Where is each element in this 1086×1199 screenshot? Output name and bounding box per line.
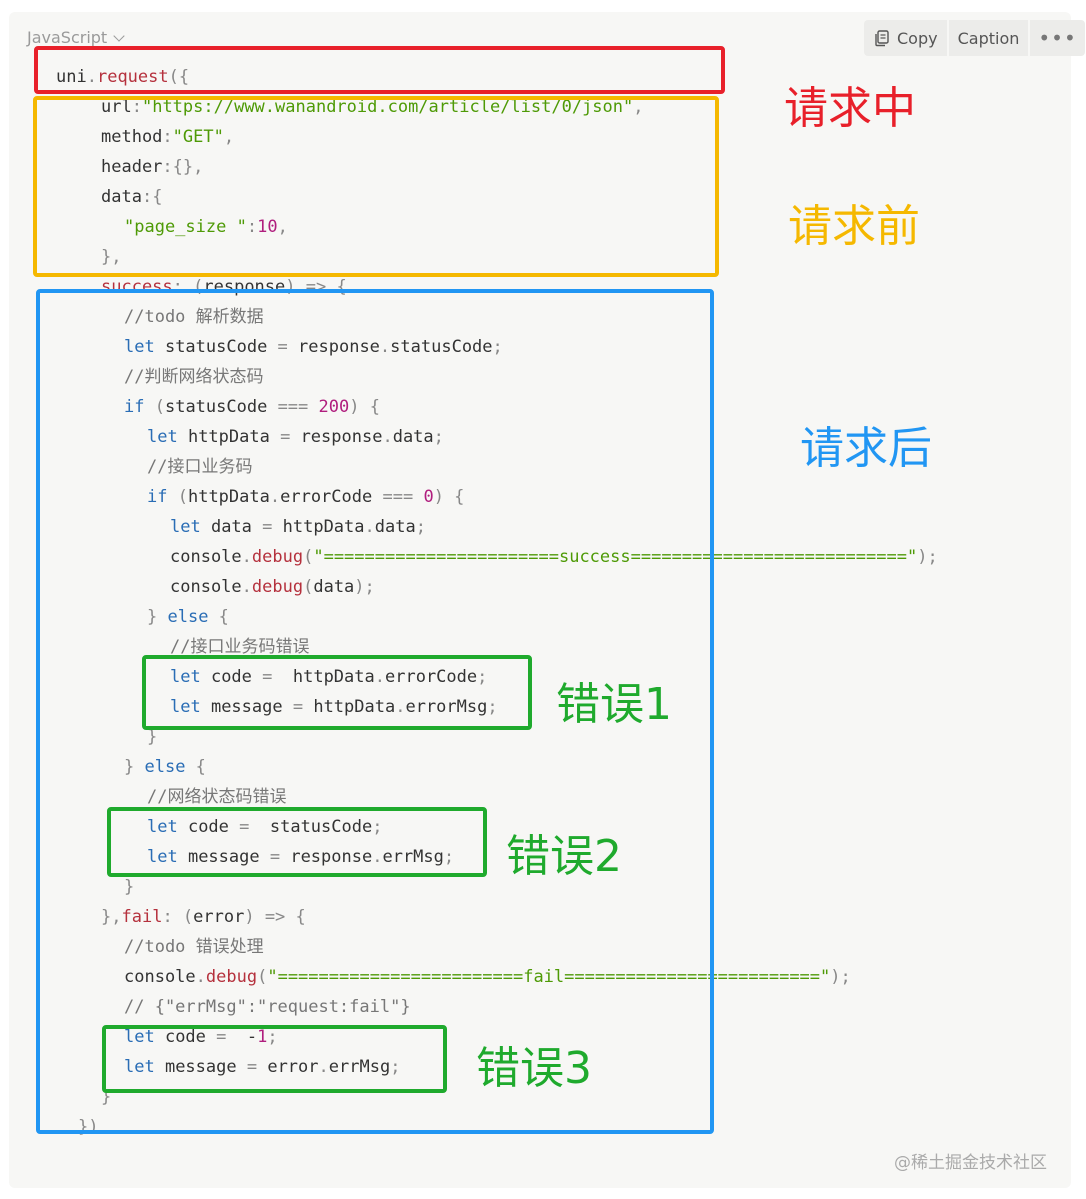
code-line: } (147, 727, 158, 747)
more-icon: ••• (1038, 26, 1077, 50)
code-line: } (101, 1087, 112, 1107)
code-line: url:"https://www.wanandroid.com/article/… (101, 97, 644, 117)
error2-box (107, 807, 487, 877)
label-request-before: 请求前 (788, 201, 920, 252)
code-line: let httpData = response.data; (147, 427, 444, 447)
code-line: if (httpData.errorCode === 0) { (147, 487, 465, 507)
code-line: },fail: (error) => { (101, 907, 306, 927)
copy-label: Copy (897, 28, 938, 48)
code-line: } else { (124, 757, 206, 777)
code-block-panel (9, 12, 1071, 1188)
request-before-box (33, 96, 719, 277)
code-line: //todo 错误处理 (124, 937, 264, 957)
code-line: uni.request({ (56, 67, 190, 87)
code-line: let data = httpData.data; (170, 517, 426, 537)
caption-button[interactable]: Caption (948, 20, 1029, 56)
code-line: let message = response.errMsg; (147, 847, 455, 867)
code-line: console.debug("========================f… (124, 967, 851, 987)
code-line: let message = error.errMsg; (124, 1057, 401, 1077)
label-error2: 错误2 (506, 831, 622, 882)
code-line: header:{}, (101, 157, 204, 177)
code-line: console.debug(data); (170, 577, 375, 597)
code-line: // {"errMsg":"request:fail"} (124, 997, 411, 1017)
code-line: //接口业务码错误 (170, 637, 310, 657)
language-selector[interactable]: JavaScript (27, 28, 125, 47)
code-line: let statusCode = response.statusCode; (124, 337, 503, 357)
code-line: //todo 解析数据 (124, 307, 264, 327)
copy-icon (875, 30, 889, 47)
label-error1: 错误1 (556, 679, 672, 730)
code-line: if (statusCode === 200) { (124, 397, 380, 417)
error1-box (142, 655, 532, 730)
code-line: //网络状态码错误 (147, 787, 287, 807)
code-line: let code = -1; (124, 1027, 278, 1047)
label-request-during: 请求中 (784, 83, 916, 134)
language-label: JavaScript (27, 28, 108, 47)
code-line: method:"GET", (101, 127, 235, 147)
request-after-box (36, 289, 714, 1134)
code-line: } (124, 877, 135, 897)
code-line: console.debug("=======================su… (170, 547, 938, 567)
watermark: @稀土掘金技术社区 (894, 1153, 1047, 1173)
code-line: let code = httpData.errorCode; (170, 667, 488, 687)
code-toolbar: Copy Caption ••• (864, 20, 1085, 56)
code-line: }, (101, 247, 122, 267)
copy-button[interactable]: Copy (864, 20, 947, 56)
code-line: //接口业务码 (147, 457, 253, 477)
error3-box (102, 1025, 447, 1093)
code-line: let message = httpData.errorMsg; (170, 697, 498, 717)
caption-label: Caption (957, 28, 1020, 48)
code-line: data:{ (101, 187, 163, 207)
code-line: //判断网络状态码 (124, 367, 264, 387)
label-error3: 错误3 (476, 1043, 592, 1094)
code-line: "page_size ":10, (124, 217, 288, 237)
request-during-box (34, 46, 725, 94)
label-request-after: 请求后 (800, 423, 932, 474)
code-line: let code = statusCode; (147, 817, 383, 837)
code-line: } else { (147, 607, 229, 627)
more-options-button[interactable]: ••• (1030, 20, 1085, 56)
